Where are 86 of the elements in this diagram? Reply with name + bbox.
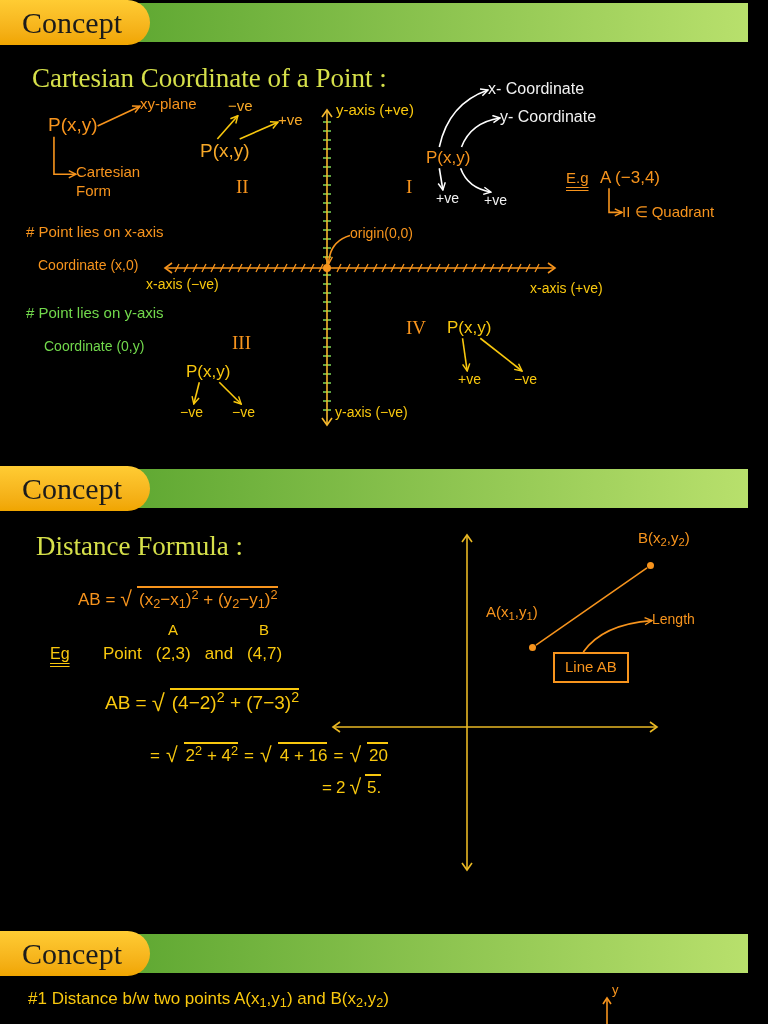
- curved-arrow: [460, 115, 501, 148]
- hook-arrow: [53, 135, 77, 179]
- curved-arrow: [582, 617, 653, 653]
- point-notation: P(x,y): [447, 317, 492, 339]
- note-text: xy-plane: [140, 95, 197, 114]
- origin-label: origin(0,0): [350, 225, 414, 243]
- point-label: A(x$_{1}$,y$_{1}$): [486, 603, 538, 622]
- note-text: II ∈ Quadrant: [622, 203, 715, 222]
- arrow: [437, 167, 446, 191]
- note-text: #1 Distance b/w two points A(x$_{1}$,y$_{1}$) and B(x$_{2}$,y$_{2}$): [28, 988, 389, 1010]
- formula-text: =: [150, 745, 160, 767]
- quadrant-numeral: III: [232, 331, 251, 355]
- radical-sign: √: [260, 745, 272, 767]
- coordinate-label: (2,3): [155, 643, 191, 665]
- note-text: y- Coordinate: [500, 107, 597, 127]
- formula-text: Point: [103, 643, 142, 665]
- note-text: # Point lies on y-axis: [26, 304, 164, 323]
- arrow: [461, 337, 471, 372]
- arrow: [238, 121, 279, 140]
- sign-label: −ve: [180, 404, 203, 422]
- quadrant-numeral: I: [406, 175, 413, 199]
- coordinate-label: (4,7): [247, 643, 283, 665]
- curved-arrow: [459, 167, 492, 195]
- point-notation: P(x,y): [186, 361, 231, 383]
- axis-label: y-axis (+ve): [336, 101, 414, 120]
- note-text: Cartesian Form: [76, 163, 156, 201]
- arrow: [216, 114, 239, 140]
- radical-sign: √: [349, 777, 362, 799]
- point-label: B(x$_{2}$,y$_{2}$): [638, 529, 690, 548]
- radical-sign: √: [120, 589, 132, 611]
- concept-tab: Concept: [0, 0, 150, 45]
- formula-text: =: [333, 745, 344, 767]
- label-box: Line AB: [553, 652, 629, 683]
- axis-label: y-axis (−ve): [335, 404, 408, 422]
- curved-arrow: [438, 88, 489, 148]
- concept-tab: Concept: [0, 931, 150, 976]
- sign-label: +ve: [278, 111, 303, 130]
- sign-label: −ve: [232, 404, 255, 422]
- point-notation: P(x,y): [426, 147, 471, 169]
- arrow: [218, 381, 242, 405]
- point-notation: A (−3,4): [600, 167, 660, 189]
- radicand: 5.: [365, 774, 382, 799]
- radicand: 2$^{2}$ + 4$^{2}$: [183, 742, 239, 767]
- formula-text: 2: [335, 777, 346, 799]
- point-notation: P(x,y): [48, 113, 98, 137]
- radical-sign: √: [165, 745, 178, 767]
- note-text: # Point lies on x-axis: [26, 223, 164, 242]
- section-heading: Distance Formula :: [36, 530, 243, 563]
- radicand: 4 + 16: [277, 742, 328, 767]
- line-segment: [535, 567, 648, 646]
- axis-label: x-axis (−ve): [146, 276, 219, 294]
- point-letter: B: [259, 621, 269, 640]
- formula-text: =: [322, 777, 332, 799]
- quadrant-numeral: II: [236, 175, 249, 199]
- arrow: [96, 105, 141, 127]
- arrow: [479, 337, 523, 372]
- concept-tab: Concept: [0, 466, 150, 511]
- axis-label: x-axis (+ve): [530, 280, 603, 298]
- sign-label: +ve: [484, 192, 507, 210]
- note-text: Coordinate (0,y): [44, 338, 145, 356]
- sign-label: −ve: [228, 97, 253, 116]
- formula-text: AB =: [105, 691, 147, 715]
- radical-sign: √: [349, 745, 362, 767]
- quadrant-numeral: IV: [406, 316, 427, 340]
- section-heading: Cartesian Coordinate of a Point :: [32, 62, 387, 95]
- note-text: x- Coordinate: [488, 79, 585, 99]
- hook-arrow: [608, 187, 623, 217]
- point-notation: P(x,y): [200, 139, 250, 163]
- radical-sign: √: [151, 691, 165, 715]
- example-tag: E.g: [566, 169, 589, 188]
- sign-label: +ve: [436, 190, 459, 208]
- formula-text: AB =: [78, 589, 116, 611]
- radicand: (4−2)$^{2}$ + (7−3)$^{2}$: [169, 688, 300, 715]
- note-text: Coordinate (x,0): [38, 257, 139, 275]
- point-letter: A: [168, 621, 178, 640]
- formula-text: and: [204, 643, 234, 665]
- leader-arrow: [324, 234, 351, 265]
- sign-label: +ve: [458, 371, 481, 389]
- arrow: [191, 381, 201, 405]
- note-text: Length: [652, 611, 695, 629]
- axis-label: y: [612, 982, 619, 999]
- formula-text: =: [244, 745, 255, 767]
- example-tag: Eg: [50, 644, 70, 664]
- radicand: (x$_{2}$−x$_{1}$)$^{2}$ + (y$_{2}$−y$_{1}$)$^{2}$: [137, 586, 278, 611]
- radicand: 20: [367, 742, 388, 767]
- sign-label: −ve: [514, 371, 537, 389]
